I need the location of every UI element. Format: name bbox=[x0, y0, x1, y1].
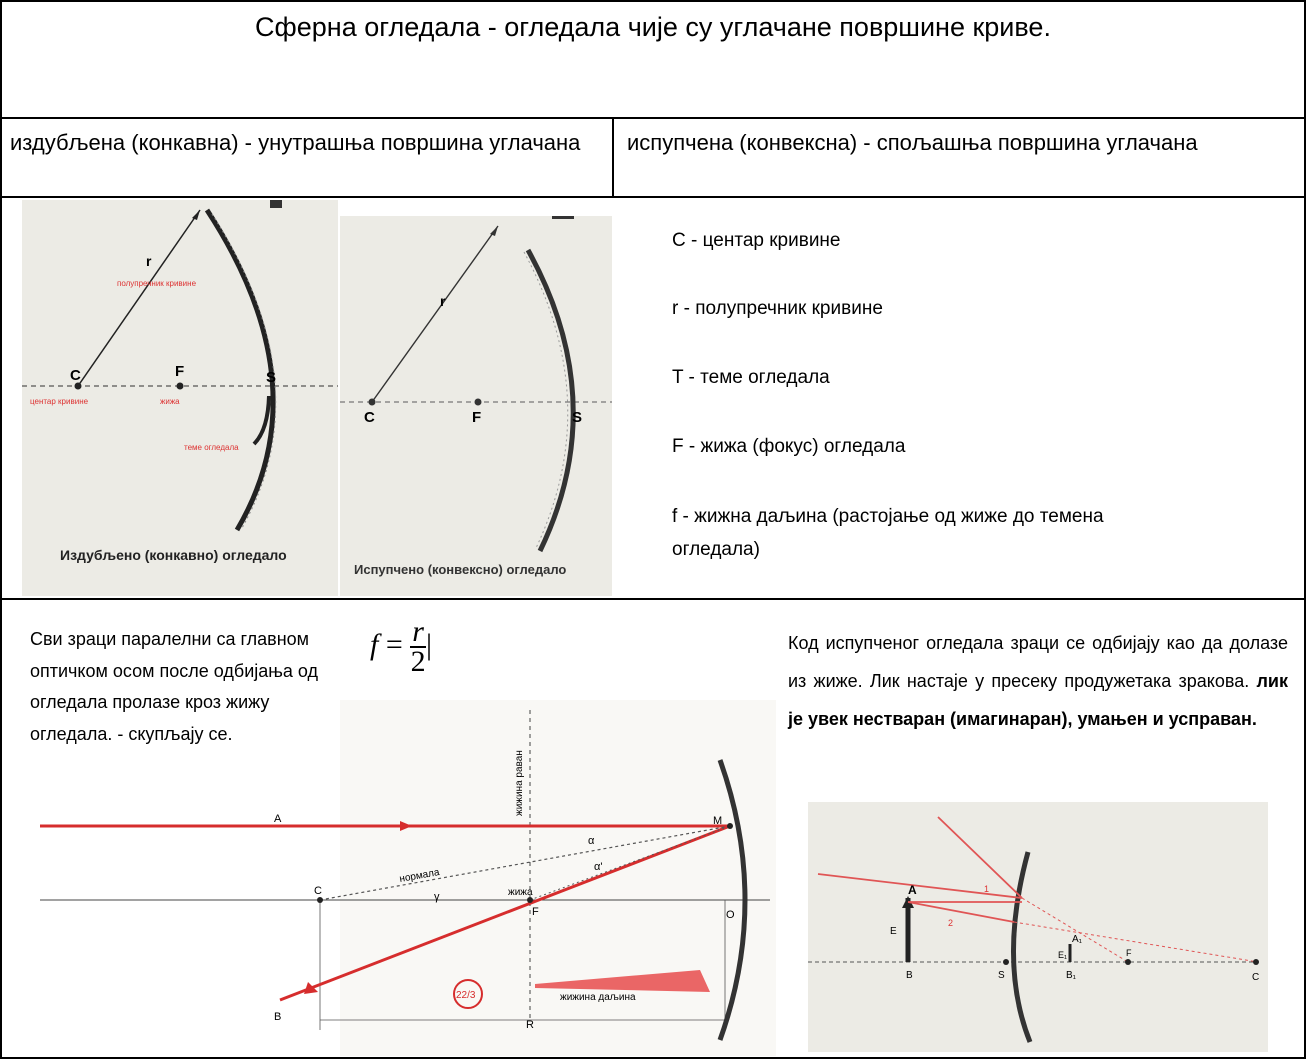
img-a1-label: A₁ bbox=[1072, 934, 1083, 945]
ray-m-label: M bbox=[713, 815, 722, 827]
ray-2-label: 2 bbox=[948, 918, 953, 928]
page-badge: 22/3 bbox=[456, 990, 476, 1001]
focus-label: жижа bbox=[508, 887, 533, 898]
angle-alpha: α bbox=[588, 835, 595, 847]
ray-a-label: A bbox=[274, 813, 282, 825]
concave-s-label: теме огледала bbox=[184, 443, 239, 452]
formula-denominator: 2 bbox=[410, 645, 426, 678]
obj-e-label: E bbox=[890, 926, 897, 937]
ray-f-label: F bbox=[532, 906, 539, 918]
definition-item: r - полупречник кривине bbox=[672, 298, 883, 319]
img-b1-label: B₁ bbox=[1066, 970, 1077, 981]
convex-s-letter: S bbox=[572, 409, 582, 426]
convex-c-letter: C bbox=[364, 409, 375, 426]
ray-c-label: C bbox=[314, 885, 322, 897]
obj-a-label: A bbox=[908, 883, 917, 897]
angle-alpha2: α' bbox=[594, 861, 602, 873]
img-e1-label: E₁ bbox=[1058, 950, 1067, 960]
definition-item: F - жижа (фокус) огледала bbox=[672, 436, 906, 457]
definition-item: огледала) bbox=[672, 539, 760, 560]
ray-o-label: O bbox=[726, 909, 735, 921]
table-divider bbox=[0, 598, 1306, 600]
radius-letter: r bbox=[146, 253, 152, 269]
focal-length-label: жижина даљина bbox=[560, 992, 636, 1003]
ray-r-label: R bbox=[526, 1019, 534, 1031]
concave-c-letter: C bbox=[70, 367, 81, 384]
concave-mirror-figure: r полупречник кривине C центар кривине F… bbox=[22, 200, 338, 596]
convex-mirror-figure: r C F S Испупчено (конвексно) огледало bbox=[340, 216, 612, 596]
table-divider bbox=[612, 117, 614, 198]
vertex-s-label: S bbox=[998, 970, 1005, 981]
page-title: Сферна огледала - огледала чије су углач… bbox=[255, 12, 1051, 42]
definition-item: C - центар кривине bbox=[672, 230, 841, 251]
convex-caption: Испупчено (конвексно) огледало bbox=[354, 562, 566, 577]
concave-s-letter: S bbox=[266, 369, 276, 386]
convex-paragraph: Код испупченог огледала зраци се одбијај… bbox=[788, 624, 1288, 738]
formula-numerator: r bbox=[410, 615, 426, 648]
focal-plane-label: жижина раван bbox=[514, 750, 525, 816]
ray-b-label: B bbox=[274, 1011, 281, 1023]
concave-f-letter: F bbox=[175, 363, 184, 380]
definition-item: f - жижна даљина (растојање од жиже до т… bbox=[672, 506, 1104, 527]
concave-caption: Издубљено (конкавно) огледало bbox=[60, 547, 287, 563]
obj-b-label: B bbox=[906, 970, 913, 981]
formula-f: f bbox=[370, 627, 379, 661]
convex-image-diagram: A B E A₁ B₁ E₁ S F C 1 2 bbox=[808, 802, 1268, 1052]
table-divider bbox=[0, 196, 1306, 198]
concave-header: издубљена (конкавна) - унутрашња површин… bbox=[10, 130, 581, 155]
focal-formula: f = r 2 | bbox=[370, 615, 432, 678]
convex-f-letter: F bbox=[472, 409, 481, 426]
concave-paragraph: Сви зраци паралелни са главном оптичком … bbox=[30, 629, 319, 744]
table-divider bbox=[0, 117, 1306, 119]
concave-f-label: жижа bbox=[160, 397, 180, 406]
focus-f-label: F bbox=[1126, 948, 1132, 958]
definition-item: T - теме огледала bbox=[672, 367, 830, 388]
angle-gamma: γ bbox=[434, 891, 440, 903]
center-c-label: C bbox=[1252, 972, 1259, 983]
ray-1-label: 1 bbox=[984, 884, 989, 894]
radius-label: полупречник кривине bbox=[117, 279, 197, 288]
concave-c-label: центар кривине bbox=[30, 397, 89, 406]
convex-paragraph-bold: лик је увек нестваран (имагинаран), умањ… bbox=[788, 671, 1288, 729]
convex-radius-letter: r bbox=[440, 293, 446, 309]
concave-ray-diagram: A B C F M O R α α' γ нормала жижа жижина… bbox=[40, 700, 776, 1056]
convex-header: испупчена (конвексна) - спољашња површин… bbox=[627, 130, 1198, 155]
convex-paragraph-text: Код испупченог огледала зраци се одбијај… bbox=[788, 633, 1288, 691]
